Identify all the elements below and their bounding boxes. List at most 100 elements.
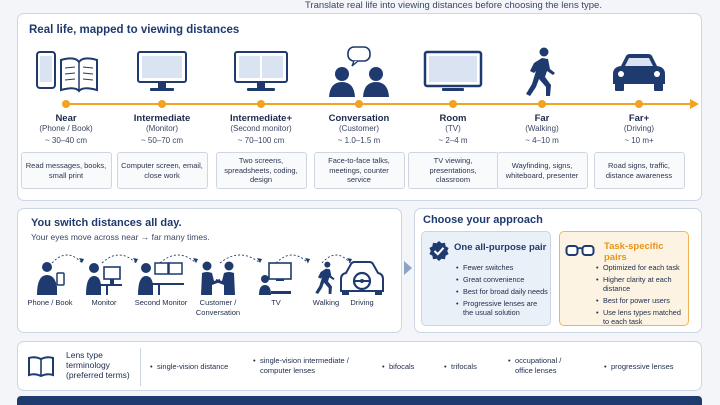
bullet-item: Use lens types matched to each task xyxy=(596,308,688,326)
column-description: TV viewing, presentations, classroom xyxy=(407,152,499,189)
terminology-title: Lens type terminology (preferred terms) xyxy=(66,350,130,380)
distance-column-far: Far (Walking) ~ 4–10 m Wayfinding, signs… xyxy=(492,42,592,189)
switch-step: Monitor xyxy=(76,259,132,308)
open-book-icon xyxy=(28,356,54,377)
distance-timeline-panel: Real life, mapped to viewing distances N… xyxy=(17,13,702,201)
column-range: ~ 4–10 m xyxy=(525,136,559,145)
column-name: Intermediate+ xyxy=(229,113,293,124)
step-label: TV xyxy=(271,298,281,307)
step-label: Walking xyxy=(312,298,340,307)
phone-book-icon xyxy=(16,42,116,102)
column-description: Wayfinding, signs, whiteboard, presenter xyxy=(496,152,588,189)
column-range: ~ 30–40 cm xyxy=(44,136,88,145)
person-monitor-icon xyxy=(76,259,132,295)
task-specific-bullets: Optimized for each task Higher clarity a… xyxy=(596,263,688,329)
switch-distances-panel: You switch distances all day. Your eyes … xyxy=(17,208,402,333)
timeline-title: Real life, mapped to viewing distances xyxy=(29,24,240,36)
term-item: occupational / office lenses xyxy=(508,356,579,375)
term-item: bifocals xyxy=(382,362,415,372)
timeline-dot xyxy=(449,100,457,108)
bullet-item: Best for power users xyxy=(596,296,688,305)
timeline-arrow-icon xyxy=(690,99,699,109)
column-name: Room xyxy=(439,113,467,124)
car-icon xyxy=(589,42,689,102)
walking-icon xyxy=(492,42,592,102)
check-badge-icon xyxy=(429,241,449,261)
people-conversation-icon xyxy=(186,259,250,295)
column-sub: (Second monitor) xyxy=(230,124,292,133)
tv-icon xyxy=(403,42,503,102)
term-item: single-vision intermediate / computer le… xyxy=(253,356,364,375)
conversation-icon xyxy=(309,42,409,102)
column-name: Intermediate xyxy=(133,113,191,124)
switch-title: You switch distances all day. xyxy=(31,217,182,229)
step-label: Second Monitor xyxy=(134,298,188,307)
column-range: ~ 10 m+ xyxy=(624,136,654,145)
column-description: Face-to-face talks, meetings, counter se… xyxy=(313,152,405,189)
switch-step: Walking xyxy=(298,259,354,308)
column-sub: (Phone / Book) xyxy=(39,124,93,133)
dual-monitor-icon xyxy=(211,42,311,102)
column-name: Conversation xyxy=(328,113,390,124)
walking-person-icon xyxy=(298,259,354,295)
column-range: ~ 50–70 cm xyxy=(140,136,184,145)
switch-subtitle: Your eyes move across near → far many ti… xyxy=(31,232,210,242)
distance-column-far-plus: Far+ (Driving) ~ 10 m+ Road signs, traff… xyxy=(589,42,689,189)
step-label: Monitor xyxy=(91,298,117,307)
monitor-icon xyxy=(112,42,212,102)
switch-step: Second Monitor xyxy=(130,259,192,308)
step-label: Customer / Conversation xyxy=(195,298,241,317)
column-name: Far xyxy=(534,113,550,124)
switch-step: Driving xyxy=(336,259,388,308)
steering-car-icon xyxy=(336,259,388,295)
chevron-right-icon xyxy=(404,261,412,275)
distance-timeline-line xyxy=(66,103,692,105)
all-purpose-card: One all-purpose pair Fewer switches Grea… xyxy=(421,231,551,326)
footer-bar xyxy=(17,396,702,405)
switch-step: Customer / Conversation xyxy=(186,259,250,317)
divider xyxy=(140,348,141,386)
bullet-item: Progressive lenses are the usual solutio… xyxy=(456,299,548,317)
timeline-dot xyxy=(158,100,166,108)
step-label: Phone / Book xyxy=(27,298,73,307)
step-label: Driving xyxy=(350,298,374,307)
term-item: single-vision distance xyxy=(150,362,228,372)
distance-column-intermediate: Intermediate (Monitor) ~ 50–70 cm Comput… xyxy=(112,42,212,189)
column-name: Near xyxy=(55,113,77,124)
column-sub: (Walking) xyxy=(525,124,559,133)
timeline-dot xyxy=(635,100,643,108)
bullet-item: Optimized for each task xyxy=(596,263,688,272)
distance-column-room: Room (TV) ~ 2–4 m TV viewing, presentati… xyxy=(403,42,503,189)
terminology-panel: Lens type terminology (preferred terms) … xyxy=(17,341,702,391)
person-phone-icon xyxy=(22,259,78,295)
switch-step: TV xyxy=(244,259,308,308)
person-dual-monitor-icon xyxy=(130,259,192,295)
column-range: ~ 70–100 cm xyxy=(237,136,285,145)
timeline-dot xyxy=(62,100,70,108)
column-sub: (Driving) xyxy=(623,124,655,133)
column-range: ~ 2–4 m xyxy=(438,136,468,145)
column-description: Road signs, traffic, distance awareness xyxy=(593,152,685,189)
timeline-dot xyxy=(257,100,265,108)
bullet-item: Higher clarity at each distance xyxy=(596,275,688,293)
term-item: progressive lenses xyxy=(604,362,673,372)
bullet-item: Best for broad daily needs xyxy=(456,287,548,296)
bullet-item: Great convenience xyxy=(456,275,548,284)
glasses-icon xyxy=(565,245,595,256)
top-caption: Translate real life into viewing distanc… xyxy=(305,0,602,11)
timeline-dot xyxy=(355,100,363,108)
task-specific-title: Task-specific pairs xyxy=(604,241,664,263)
distance-column-conversation: Conversation (Customer) ~ 1.0–1.5 m Face… xyxy=(309,42,409,189)
column-description: Computer screen, email, close work xyxy=(116,152,208,189)
person-tv-icon xyxy=(244,259,308,295)
distance-column-intermediate-plus: Intermediate+ (Second monitor) ~ 70–100 … xyxy=(211,42,311,189)
approach-panel: Choose your approach One all-purpose pai… xyxy=(414,208,702,333)
column-name: Far+ xyxy=(628,113,650,124)
all-purpose-bullets: Fewer switches Great convenience Best fo… xyxy=(456,263,548,320)
column-sub: (Monitor) xyxy=(145,124,178,133)
column-sub: (Customer) xyxy=(338,124,379,133)
bullet-item: Fewer switches xyxy=(456,263,548,272)
column-sub: (TV) xyxy=(445,124,461,133)
all-purpose-title: One all-purpose pair xyxy=(454,242,547,253)
approach-title: Choose your approach xyxy=(423,214,543,226)
